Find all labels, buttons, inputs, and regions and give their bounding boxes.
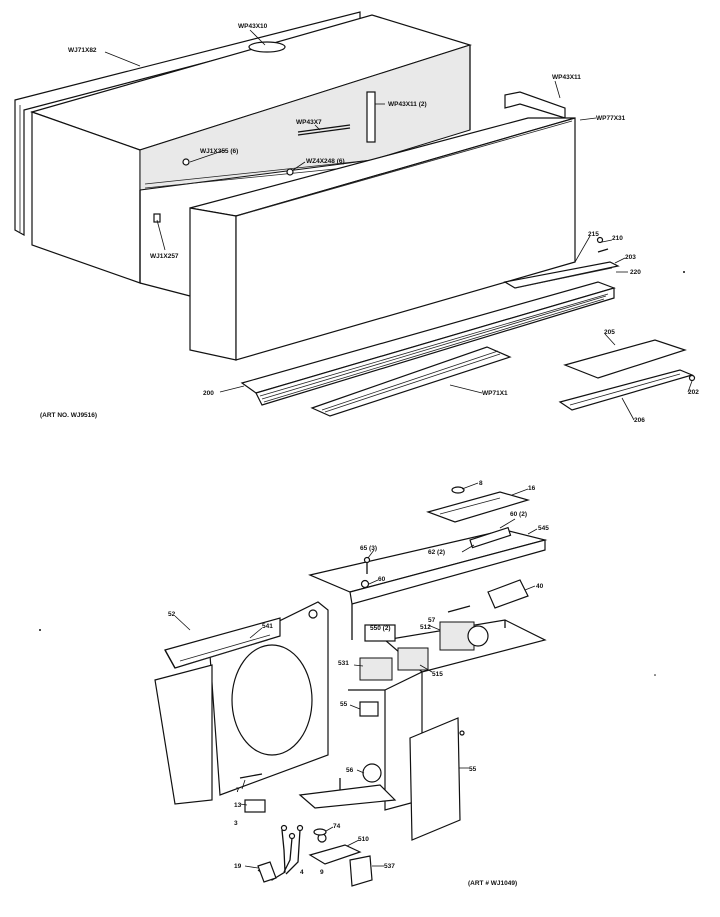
control-bracket-group xyxy=(298,486,548,811)
bottom-labels: 8 16 60 (2) 65 (3) 62 (2) 545 60 40 57 5… xyxy=(168,480,549,887)
access-grille xyxy=(310,346,512,417)
label-8: 8 xyxy=(479,480,483,487)
label-512: 512 xyxy=(420,624,431,631)
access-panel xyxy=(409,717,461,841)
label-202: 202 xyxy=(688,389,699,396)
sleeve-inner-back xyxy=(139,44,471,191)
label-wp43x10: WP43X10 xyxy=(238,23,268,30)
label-550-2: 550 (2) xyxy=(370,625,391,632)
blower-housing-group xyxy=(154,601,373,887)
control-door xyxy=(563,339,687,379)
label-203: 203 xyxy=(625,254,636,261)
label-access-panel: 55 xyxy=(469,766,477,773)
label-19: 19 xyxy=(234,863,242,870)
label-65-3: 65 (3) xyxy=(360,545,377,552)
label-537: 537 xyxy=(384,863,395,870)
label-9: 9 xyxy=(320,869,324,876)
label-4: 4 xyxy=(300,869,304,876)
label-60: 60 xyxy=(378,576,386,583)
label-220: 220 xyxy=(630,269,641,276)
label-wj1x257: WJ1X257 xyxy=(150,253,179,260)
label-56: 56 xyxy=(346,767,354,774)
label-wp77x31: WP77X31 xyxy=(596,115,626,122)
label-13: 13 xyxy=(234,802,242,809)
label-515: 515 xyxy=(432,671,443,678)
label-wz4x248: WZ4X248 (6) xyxy=(306,158,345,165)
label-531: 531 xyxy=(338,660,349,667)
label-wp43x7: WP43X7 xyxy=(296,119,322,126)
bottom-leader-lines xyxy=(174,482,538,869)
label-541: 541 xyxy=(262,623,273,630)
label-210: 210 xyxy=(612,235,623,242)
label-7: 7 xyxy=(236,787,240,794)
top-art-number: (ART NO. WJ9516) xyxy=(40,412,97,419)
label-62-2: 62 (2) xyxy=(428,549,445,556)
front-cabinet-face xyxy=(189,207,237,361)
label-200: 200 xyxy=(203,390,214,397)
label-545: 545 xyxy=(538,525,549,532)
label-wp43x11: WP43X11 xyxy=(552,74,581,81)
cover-plate xyxy=(426,491,531,523)
label-wp71x1: WP71X1 xyxy=(482,390,508,397)
access-panel-group xyxy=(409,717,465,841)
label-40: 40 xyxy=(536,583,544,590)
label-206: 206 xyxy=(634,417,645,424)
label-205: 205 xyxy=(604,329,615,336)
label-wj71x82: WJ71X82 xyxy=(68,47,97,54)
rear-flange xyxy=(14,11,361,237)
front-panel-group xyxy=(189,91,696,417)
label-510: 510 xyxy=(358,836,369,843)
label-wp43x11-2: WP43X11 (2) xyxy=(388,101,427,108)
top-leader-lines xyxy=(104,29,693,421)
label-wj1x355: WJ1X355 (6) xyxy=(200,148,238,155)
bottom-art-number: (ART # WJ1049) xyxy=(468,880,517,887)
label-215: 215 xyxy=(588,231,599,238)
label-55: 55 xyxy=(340,701,348,708)
label-74: 74 xyxy=(333,823,341,830)
label-60-2: 60 (2) xyxy=(510,511,527,518)
label-16: 16 xyxy=(528,485,536,492)
wall-sleeve-group xyxy=(14,11,473,297)
label-57: 57 xyxy=(428,617,436,624)
label-3: 3 xyxy=(234,820,238,827)
label-52: 52 xyxy=(168,611,176,618)
top-labels: WP43X10 WJ71X82 WP43X11 WP43X11 (2) WP77… xyxy=(40,23,699,424)
